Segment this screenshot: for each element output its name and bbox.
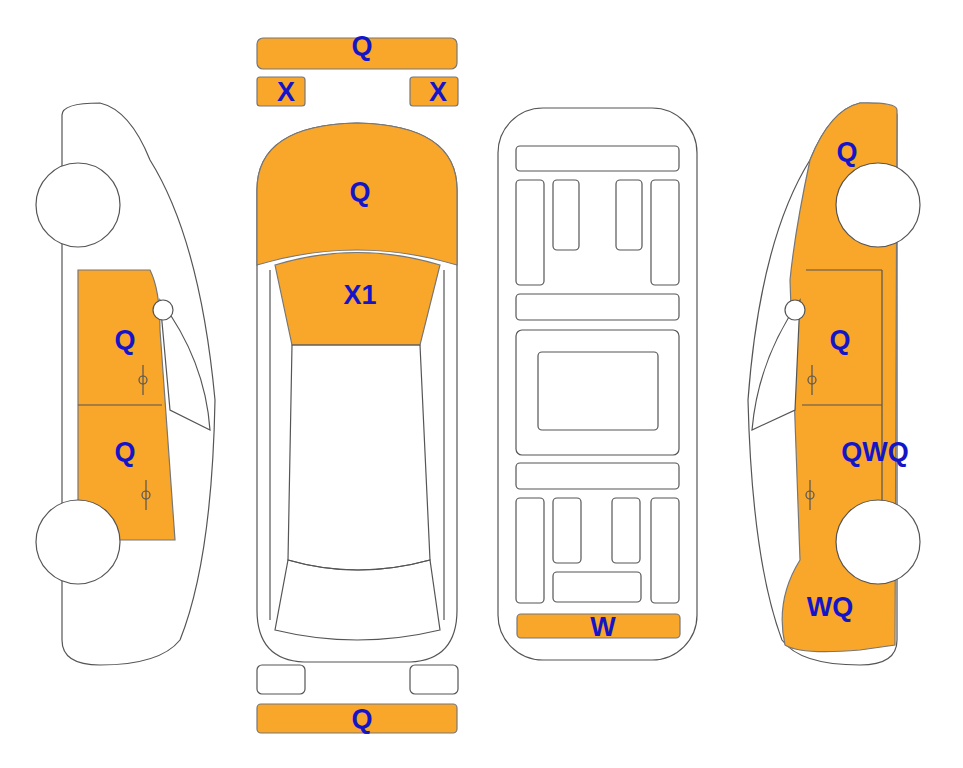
damage-code: Q bbox=[349, 179, 370, 206]
damage-code: X1 bbox=[343, 282, 376, 309]
damage-code: Q bbox=[836, 139, 857, 166]
damage-code: Q bbox=[114, 439, 135, 466]
damage-code: Q bbox=[114, 327, 135, 354]
damage-code: X bbox=[277, 79, 295, 106]
damage-code: X bbox=[429, 79, 447, 106]
damage-code: WQ bbox=[807, 594, 854, 621]
damage-code: Q bbox=[351, 706, 372, 733]
damage-code: Q bbox=[829, 327, 850, 354]
damage-code: W bbox=[590, 614, 615, 641]
damage-code: QWQ bbox=[841, 439, 909, 466]
damage-code: Q bbox=[351, 33, 372, 60]
